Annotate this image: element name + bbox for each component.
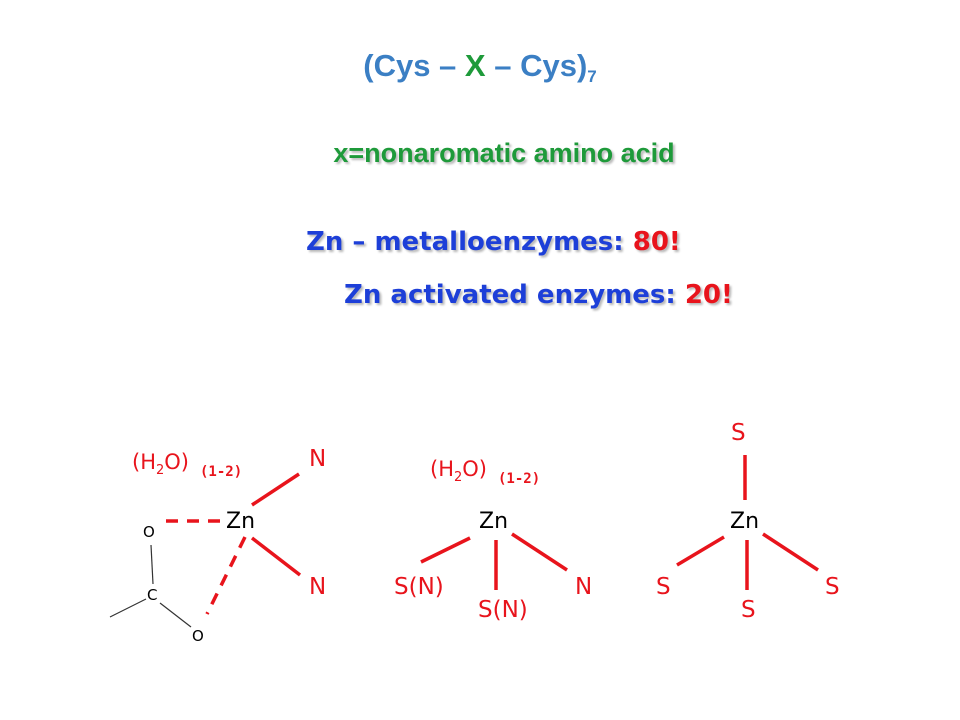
- slide-title: (Cys – X – Cys)7: [0, 48, 960, 87]
- bond-zn-s-left: [676, 535, 725, 567]
- stat-label: Zn activated enzymes:: [344, 280, 685, 310]
- ligand-bottom: S(N): [478, 597, 528, 623]
- ligand-left: S(N): [394, 574, 444, 600]
- diagram-3: S Zn S S S: [656, 420, 840, 623]
- zinc-center: Zn: [479, 509, 508, 534]
- water-index: (1-2): [200, 464, 242, 480]
- water-label: (H2O): [430, 457, 487, 485]
- stat-value: 20!: [684, 280, 733, 310]
- ligand-s-left: S: [656, 574, 671, 600]
- title-x: X: [464, 48, 486, 83]
- diagram-2: (H2O) (1-2) Zn S(N) S(N) N: [394, 457, 592, 623]
- stat-metalloenzymes: Zn – metalloenzymes: 80!: [306, 227, 681, 257]
- bond-zn-s-right: [762, 532, 819, 572]
- zinc-center: Zn: [730, 509, 759, 534]
- carboxylate-o-bottom: O: [192, 627, 204, 645]
- ligand-n-top: N: [309, 446, 326, 472]
- bond-zn-right: [511, 532, 568, 572]
- subtitle: x=nonaromatic amino acid: [333, 138, 675, 168]
- bond-c-o-top: [150, 544, 154, 585]
- stat-label: Zn – metalloenzymes:: [306, 227, 633, 257]
- bond-c-o-bottom: [159, 602, 192, 628]
- title-subscript: 7: [587, 67, 597, 86]
- water-label: (H2O): [132, 450, 189, 478]
- bond-zn-n-bottom: [250, 536, 302, 577]
- zinc-center: Zn: [226, 509, 255, 534]
- ligand-s-bottom: S: [741, 597, 756, 623]
- ligand-s-right: S: [825, 574, 840, 600]
- title-suffix: – Cys): [485, 48, 588, 83]
- bond-zn-n-top: [251, 472, 300, 507]
- stat-value: 80!: [632, 227, 681, 257]
- ligand-right: N: [575, 574, 592, 600]
- dashed-bond-zn-o-bottom: [205, 536, 247, 615]
- carboxylate-c: C: [147, 586, 157, 604]
- water-index: (1-2): [498, 471, 540, 487]
- bond-zn-left: [420, 536, 471, 564]
- bond-c-r: [109, 598, 147, 618]
- ligand-n-bottom: N: [309, 574, 326, 600]
- carboxylate-o-top: O: [143, 523, 155, 541]
- stat-activated-enzymes: Zn activated enzymes: 20!: [344, 280, 733, 310]
- title-prefix: (Cys –: [363, 48, 465, 83]
- ligand-s-top: S: [731, 420, 746, 446]
- diagram-1: (H2O) (1-2) N Zn N O C O: [109, 446, 326, 645]
